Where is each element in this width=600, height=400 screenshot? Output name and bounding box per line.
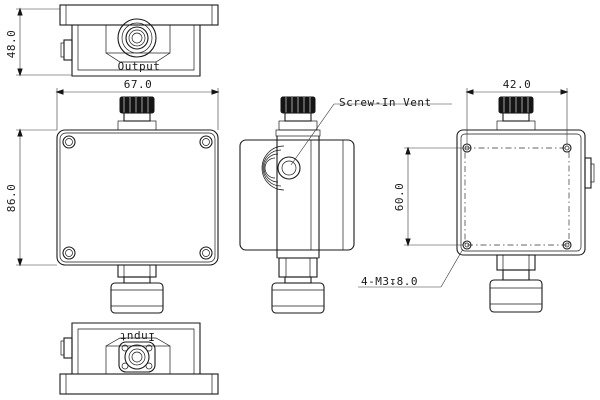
- side-vent-icon: [60, 39, 73, 61]
- hole-note-leader: [440, 248, 464, 288]
- dim-hole-spacing-y: 60.0: [393, 146, 463, 247]
- screw-in-vent-icon: [261, 145, 301, 191]
- input-port-icon: [118, 341, 156, 373]
- mounting-pattern: [464, 147, 570, 246]
- dim-height-top: 48.0: [5, 7, 72, 77]
- dim-height-front: 86.0: [5, 128, 57, 267]
- vent-leader-line: [290, 103, 335, 166]
- bottom-view-input: Input: [59, 322, 219, 395]
- screw-vent-label: Screw-In Vent: [339, 96, 432, 109]
- side-output-connector: [275, 96, 321, 137]
- hole-note-label: 4-M3↧8.0: [361, 275, 418, 288]
- side-view: Screw-In Vent: [239, 96, 452, 314]
- dim-60-label: 60.0: [393, 183, 406, 212]
- output-port-icon: [117, 18, 157, 58]
- dim-width-front: 67.0: [55, 78, 220, 130]
- dim-42-label: 42.0: [503, 78, 532, 91]
- dim-86-label: 86.0: [5, 184, 18, 213]
- rear-output-connector: [496, 96, 536, 131]
- dim-48-label: 48.0: [5, 30, 18, 59]
- dim-67-label: 67.0: [124, 78, 153, 91]
- rear-view: 42.0 60.0 4-M3↧8.0: [358, 78, 595, 313]
- corner-screws: [62, 135, 213, 260]
- enclosure-front: [56, 129, 219, 266]
- dim-hole-spacing-x: 42.0: [465, 78, 569, 144]
- input-connector: [110, 264, 164, 314]
- input-label: Input: [119, 330, 155, 343]
- rear-input-connector: [489, 254, 543, 313]
- side-vent-icon-bottom: [60, 337, 73, 359]
- enclosure-rear: [456, 129, 586, 256]
- side-input-connector: [271, 257, 325, 314]
- output-connector: [117, 96, 157, 131]
- output-label: Output: [118, 60, 161, 73]
- mounting-holes: [462, 143, 572, 250]
- side-vent-icon-rear: [584, 157, 595, 189]
- top-view-output: Output 48.0: [5, 4, 219, 77]
- front-view: 67.0 86.0: [5, 78, 220, 314]
